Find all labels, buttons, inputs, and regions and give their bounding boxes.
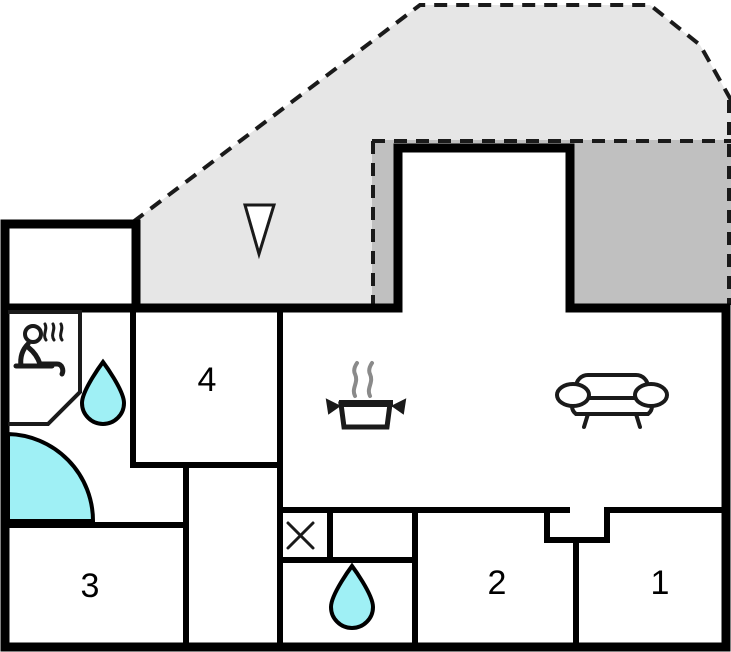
entry-room-fill: [8, 225, 133, 310]
water-droplet-icon: [79, 358, 127, 426]
close-cross-icon: [286, 521, 315, 550]
room-label-4: 4: [198, 361, 217, 399]
shower-quarter-circle-icon: [6, 431, 96, 523]
north-arrow-icon: [243, 203, 277, 260]
exterior-wall: [0, 143, 731, 652]
cooking-pot-icon: [325, 361, 407, 430]
water-droplet-icon: [328, 562, 376, 630]
sofa-icon: [555, 373, 669, 429]
room-label-1: 1: [651, 564, 670, 602]
entry-recess-fill: [400, 150, 568, 305]
sauna-icon: [13, 322, 66, 377]
room-label-3: 3: [81, 567, 100, 605]
sauna-cabin-outline: [8, 310, 82, 426]
room-label-2: 2: [488, 564, 507, 602]
